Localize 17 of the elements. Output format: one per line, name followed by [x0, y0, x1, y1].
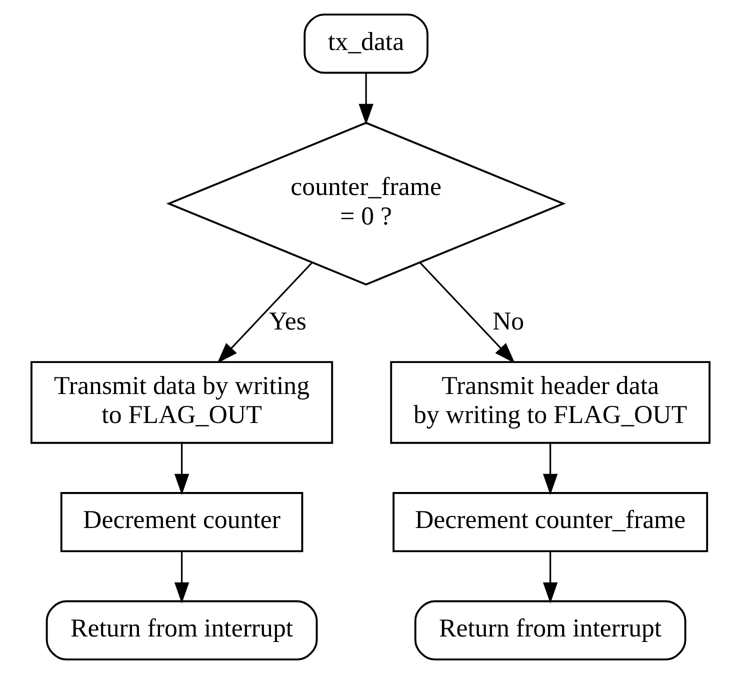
node-box: tx_data — [304, 14, 428, 74]
edge-label: No — [492, 306, 524, 336]
arrow — [542, 551, 558, 604]
arrow — [542, 443, 558, 495]
node-box: Return from interrupt — [46, 600, 318, 660]
arrow — [420, 262, 515, 364]
node-box: Decrement counter — [60, 492, 304, 552]
edge-label: Yes — [268, 306, 306, 336]
arrow — [174, 443, 190, 495]
arrow — [217, 262, 312, 364]
node-box: Decrement counter_frame — [392, 492, 708, 552]
arrow — [174, 551, 190, 604]
node-box: Transmit data by writing to FLAG_OUT — [30, 361, 334, 444]
node-box: Transmit header data by writing to FLAG_OUT — [390, 361, 710, 444]
node-diamond: counter_frame = 0 ? — [166, 122, 566, 286]
arrow — [358, 73, 374, 125]
node-box: Return from interrupt — [414, 600, 686, 660]
